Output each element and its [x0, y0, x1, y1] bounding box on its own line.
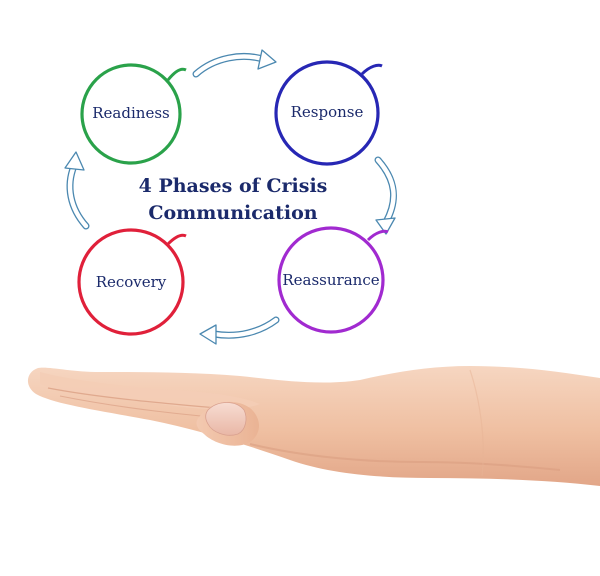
- phase-response: Response: [274, 60, 383, 166]
- diagram-title: 4 Phases of Crisis Communication: [139, 175, 328, 224]
- cycle-arrows: [64, 49, 398, 345]
- phase-circle-recovery: [77, 228, 185, 336]
- phase-circle-readiness: [80, 63, 182, 165]
- phase-circle-response: [274, 60, 380, 166]
- title-line-1: 4 Phases of Crisis: [139, 175, 328, 197]
- phase-brush-tail: [366, 229, 389, 242]
- phase-brush-tail: [166, 233, 187, 246]
- fingers: [40, 372, 260, 410]
- arrow-response-to-reassurance: [374, 156, 398, 235]
- phase-circle-reassurance: [277, 226, 385, 334]
- thumb-nail: [205, 402, 247, 436]
- arrow-readiness-to-response: [192, 49, 277, 78]
- phase-label-response: Response: [291, 103, 364, 121]
- phase-readiness: Readiness: [80, 63, 187, 165]
- phase-reassurance: Reassurance: [277, 226, 389, 334]
- phase-label-reassurance: Reassurance: [282, 271, 379, 289]
- arm-and-palm: [27, 366, 600, 486]
- arrow-reassurance-to-recovery: [199, 316, 280, 345]
- arrow-recovery-to-readiness: [64, 151, 90, 230]
- title-line-2: Communication: [148, 202, 317, 224]
- phase-label-recovery: Recovery: [96, 273, 167, 291]
- phase-brush-tail: [360, 63, 383, 76]
- open-palm-hand: [27, 366, 600, 486]
- phase-brush-tail: [166, 67, 187, 81]
- phase-recovery: Recovery: [77, 228, 187, 336]
- phase-label-readiness: Readiness: [92, 104, 169, 122]
- palm-shadow: [249, 443, 561, 471]
- wrist-line: [469, 369, 484, 477]
